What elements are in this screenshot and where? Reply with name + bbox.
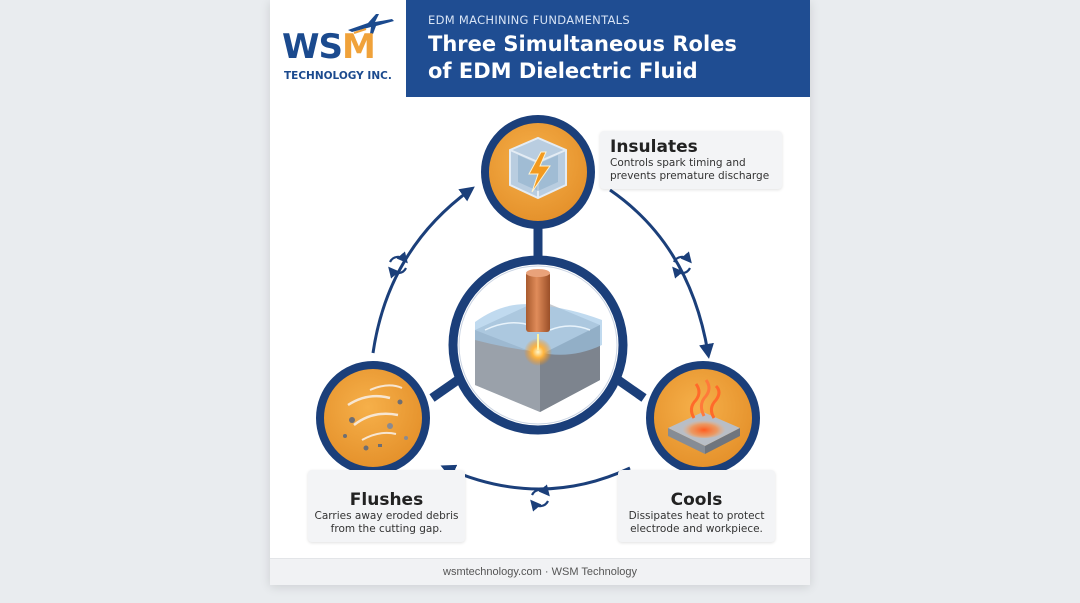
flushes-desc-line-2: from the cutting gap.	[330, 523, 443, 535]
flushes-description: Carries away eroded debris from the cutt…	[308, 510, 465, 536]
insulates-node	[481, 115, 595, 229]
title-line-1: Three Simultaneous Roles	[428, 32, 737, 56]
arrow-to-flushes	[440, 464, 631, 491]
logo-wordmark: WSM	[282, 27, 376, 67]
footer: wsmtechnology.com · WSM Technology	[270, 558, 810, 585]
flushes-label: Flushes Carries away eroded debris from …	[308, 470, 465, 542]
page-title: Three Simultaneous Roles of EDM Dielectr…	[428, 31, 737, 85]
cools-description: Dissipates heat to protect electrode and…	[618, 510, 775, 536]
debris-icon	[343, 384, 408, 451]
header-banner: EDM MACHINING FUNDAMENTALS Three Simulta…	[406, 0, 810, 97]
header-kicker: EDM MACHINING FUNDAMENTALS	[428, 13, 630, 27]
cools-desc-line-1: Dissipates heat to protect	[628, 510, 765, 522]
flushes-desc-line-1: Carries away eroded debris	[314, 510, 459, 522]
jet-icon	[348, 14, 394, 34]
flushes-node	[316, 361, 430, 475]
infographic-card: WSM TECHNOLOGY INC. EDM MACHINING FUNDAM…	[270, 0, 810, 585]
logo-subtitle: TECHNOLOGY INC.	[284, 70, 392, 82]
insulates-desc-line-2: prevents premature discharge	[610, 170, 770, 182]
cools-node	[646, 361, 760, 475]
cools-title: Cools	[670, 490, 723, 510]
insulates-description: Controls spark timing and prevents prema…	[610, 157, 769, 183]
cools-desc-line-2: electrode and workpiece.	[630, 523, 763, 535]
cycle-diagram	[316, 115, 760, 512]
company-logo: WSM TECHNOLOGY INC.	[270, 0, 406, 97]
cycle-icon	[388, 251, 692, 512]
heat-plate-icon	[668, 379, 740, 454]
arrow-to-cools	[609, 188, 714, 359]
electrode-workpiece-icon	[448, 255, 628, 435]
insulates-desc-line-1: Controls spark timing and	[610, 157, 746, 169]
title-line-2: of EDM Dielectric Fluid	[428, 59, 698, 83]
insulates-title: Insulates	[610, 137, 698, 157]
lightning-cube-icon	[509, 136, 567, 200]
flushes-title: Flushes	[349, 490, 424, 510]
cools-label: Cools Dissipates heat to protect electro…	[618, 470, 775, 542]
insulates-label: Insulates Controls spark timing and prev…	[600, 131, 782, 189]
